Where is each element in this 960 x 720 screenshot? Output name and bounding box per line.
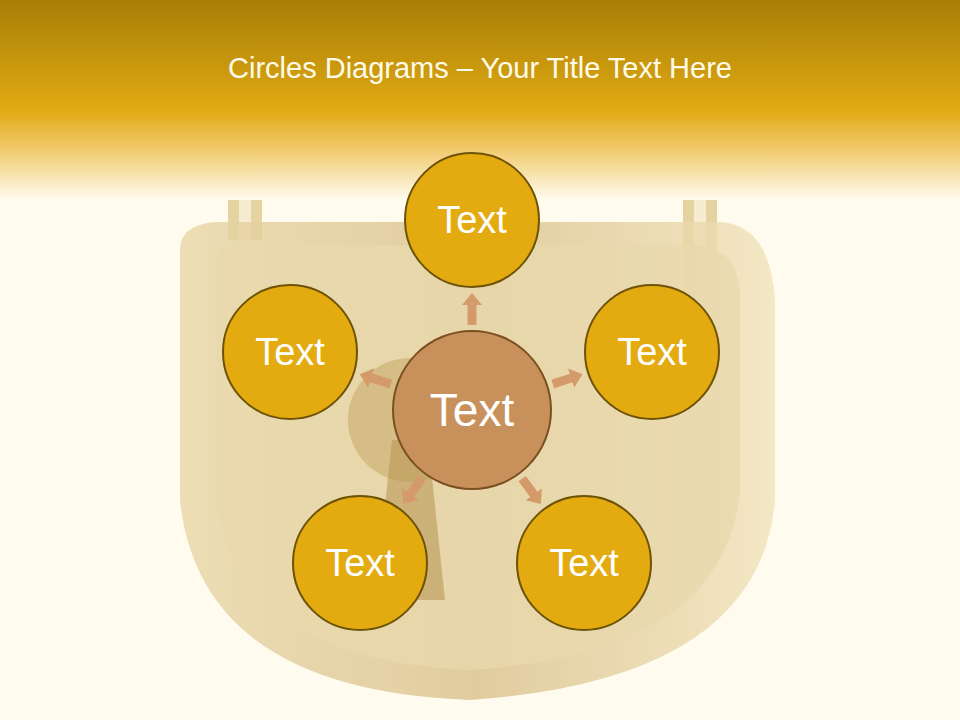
block-arrow bbox=[522, 479, 542, 505]
outer-circle: Text bbox=[582, 282, 722, 422]
block-arrow bbox=[402, 479, 422, 505]
outer-circle: Text bbox=[220, 282, 360, 422]
slide-title: Circles Diagrams – Your Title Text Here bbox=[0, 52, 960, 85]
node-label: Text bbox=[255, 331, 325, 374]
outer-circle: Text bbox=[290, 493, 430, 633]
center-circle: Text bbox=[390, 328, 554, 492]
node-label: Text bbox=[549, 542, 619, 585]
node-label: Text bbox=[430, 383, 514, 437]
node-label: Text bbox=[617, 331, 687, 374]
block-arrow bbox=[553, 369, 583, 388]
outer-circle: Text bbox=[514, 493, 654, 633]
node-label: Text bbox=[437, 199, 507, 242]
block-arrow bbox=[360, 368, 391, 387]
node-label: Text bbox=[325, 542, 395, 585]
block-arrow bbox=[462, 293, 482, 325]
outer-circle: Text bbox=[402, 150, 542, 290]
